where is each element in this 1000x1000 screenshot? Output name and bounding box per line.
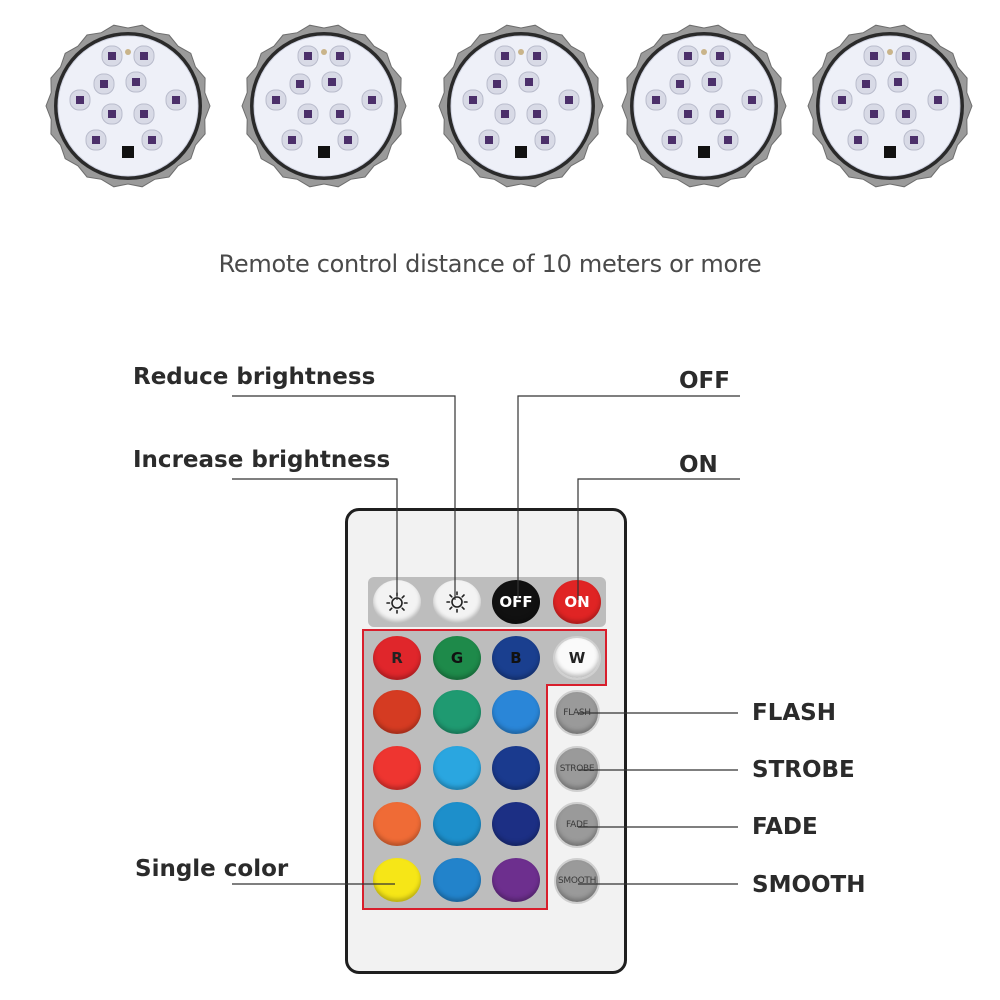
green-button[interactable]: G bbox=[433, 636, 481, 680]
color-button[interactable] bbox=[492, 690, 540, 734]
increase-brightness-label: Increase brightness bbox=[133, 447, 391, 473]
led-lights-row bbox=[0, 0, 1000, 210]
red-button[interactable]: R bbox=[373, 636, 421, 680]
on-button[interactable]: ON bbox=[553, 580, 601, 624]
reduce-brightness-label: Reduce brightness bbox=[133, 364, 376, 390]
led-light-graphic bbox=[621, 24, 787, 188]
sun-minus-icon bbox=[386, 592, 408, 614]
white-button[interactable]: W bbox=[553, 636, 601, 680]
color-button[interactable] bbox=[373, 802, 421, 846]
color-button[interactable] bbox=[492, 746, 540, 790]
off-label: OFF bbox=[679, 368, 730, 394]
led-light-icon bbox=[437, 22, 605, 190]
remote-distance-caption: Remote control distance of 10 meters or … bbox=[218, 250, 762, 278]
on-label: ON bbox=[679, 452, 718, 478]
led-light-icon bbox=[806, 22, 974, 190]
color-button[interactable] bbox=[492, 858, 540, 902]
led-light-graphic bbox=[807, 24, 973, 188]
blue-button[interactable]: B bbox=[492, 636, 540, 680]
smooth-button[interactable]: SMOOTH bbox=[554, 858, 600, 904]
reduce-brightness-button[interactable] bbox=[373, 580, 421, 624]
color-button[interactable] bbox=[373, 690, 421, 734]
color-button[interactable] bbox=[373, 746, 421, 790]
led-light-graphic bbox=[241, 24, 407, 188]
led-light-icon bbox=[620, 22, 788, 190]
color-button[interactable] bbox=[433, 690, 481, 734]
led-light-icon bbox=[240, 22, 408, 190]
sun-plus-icon bbox=[446, 591, 468, 613]
strobe-button[interactable]: STROBE bbox=[554, 746, 600, 792]
led-light-graphic bbox=[45, 24, 211, 188]
led-light-graphic bbox=[438, 24, 604, 188]
flash-button[interactable]: FLASH bbox=[554, 690, 600, 736]
smooth-label: SMOOTH bbox=[752, 872, 866, 898]
fade-label: FADE bbox=[752, 814, 818, 840]
color-button[interactable] bbox=[433, 858, 481, 902]
color-button[interactable] bbox=[433, 802, 481, 846]
off-button[interactable]: OFF bbox=[492, 580, 540, 624]
led-light-icon bbox=[44, 22, 212, 190]
increase-brightness-button[interactable] bbox=[433, 580, 481, 624]
single-color-label: Single color bbox=[135, 856, 289, 882]
strobe-label: STROBE bbox=[752, 757, 855, 783]
color-button[interactable] bbox=[373, 858, 421, 902]
color-button[interactable] bbox=[433, 746, 481, 790]
fade-button[interactable]: FADE bbox=[554, 802, 600, 848]
color-button[interactable] bbox=[492, 802, 540, 846]
flash-label: FLASH bbox=[752, 700, 836, 726]
